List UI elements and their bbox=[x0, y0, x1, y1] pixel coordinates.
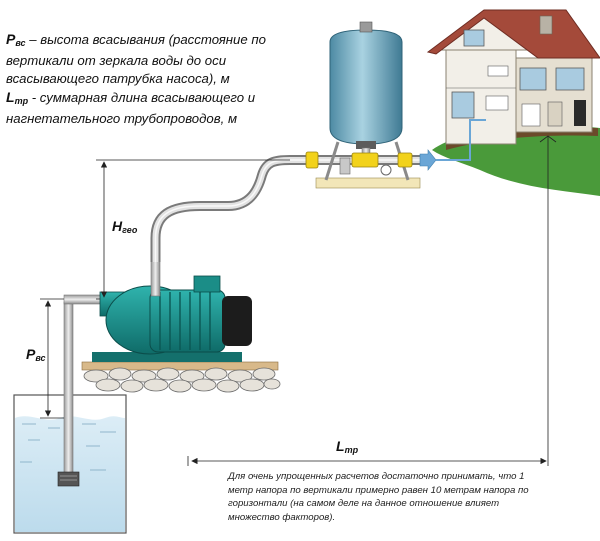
tank-body bbox=[329, 29, 403, 145]
footnote: Для очень упрощенных расчетов достаточно… bbox=[228, 471, 529, 523]
house-windows bbox=[451, 29, 585, 119]
hydraulic-accumulator bbox=[305, 21, 437, 189]
tank-valve-cap bbox=[359, 21, 373, 33]
water-surface-marks bbox=[20, 423, 116, 471]
wooden-board bbox=[81, 361, 279, 371]
tank-flange bbox=[356, 141, 376, 149]
legend-pvs: Pвс – высота всасывания (расстояние по в… bbox=[6, 31, 266, 86]
check-valve-strainer bbox=[57, 471, 80, 487]
fittings bbox=[305, 151, 413, 169]
ltr-label: Lтр bbox=[336, 438, 359, 455]
house bbox=[426, 9, 600, 196]
flow-arrow bbox=[419, 149, 437, 171]
house-interior bbox=[446, 65, 563, 127]
ltr-leader-tick bbox=[539, 135, 557, 143]
pump-motor bbox=[149, 289, 226, 353]
pvs-label: Pвс bbox=[26, 346, 46, 363]
house-roof bbox=[426, 9, 600, 59]
pressure-switch bbox=[339, 157, 351, 175]
legend: Pвс – высота всасывания (расстояние по в… bbox=[6, 30, 306, 128]
house-supply-pipe bbox=[436, 119, 486, 161]
water-heater bbox=[574, 100, 586, 126]
hgeo-label: Hгео bbox=[112, 218, 138, 235]
discharge-pipe bbox=[150, 155, 420, 262]
motor-ribs bbox=[159, 292, 211, 350]
chimney bbox=[539, 15, 553, 35]
terminal-box bbox=[193, 275, 221, 293]
tank-stand-base bbox=[315, 177, 421, 189]
surface-pump bbox=[92, 259, 252, 362]
gravel bbox=[83, 367, 281, 393]
pressure-gauge bbox=[380, 164, 392, 176]
pump-feet bbox=[92, 352, 242, 362]
legend-ltr: Lтр - суммарная длина всасывающего и наг… bbox=[6, 89, 256, 126]
dimension-lines bbox=[40, 135, 557, 466]
pump-outlet-nipple bbox=[150, 259, 161, 297]
motor-fan-cover bbox=[222, 296, 252, 346]
pump-foundation bbox=[81, 361, 281, 393]
